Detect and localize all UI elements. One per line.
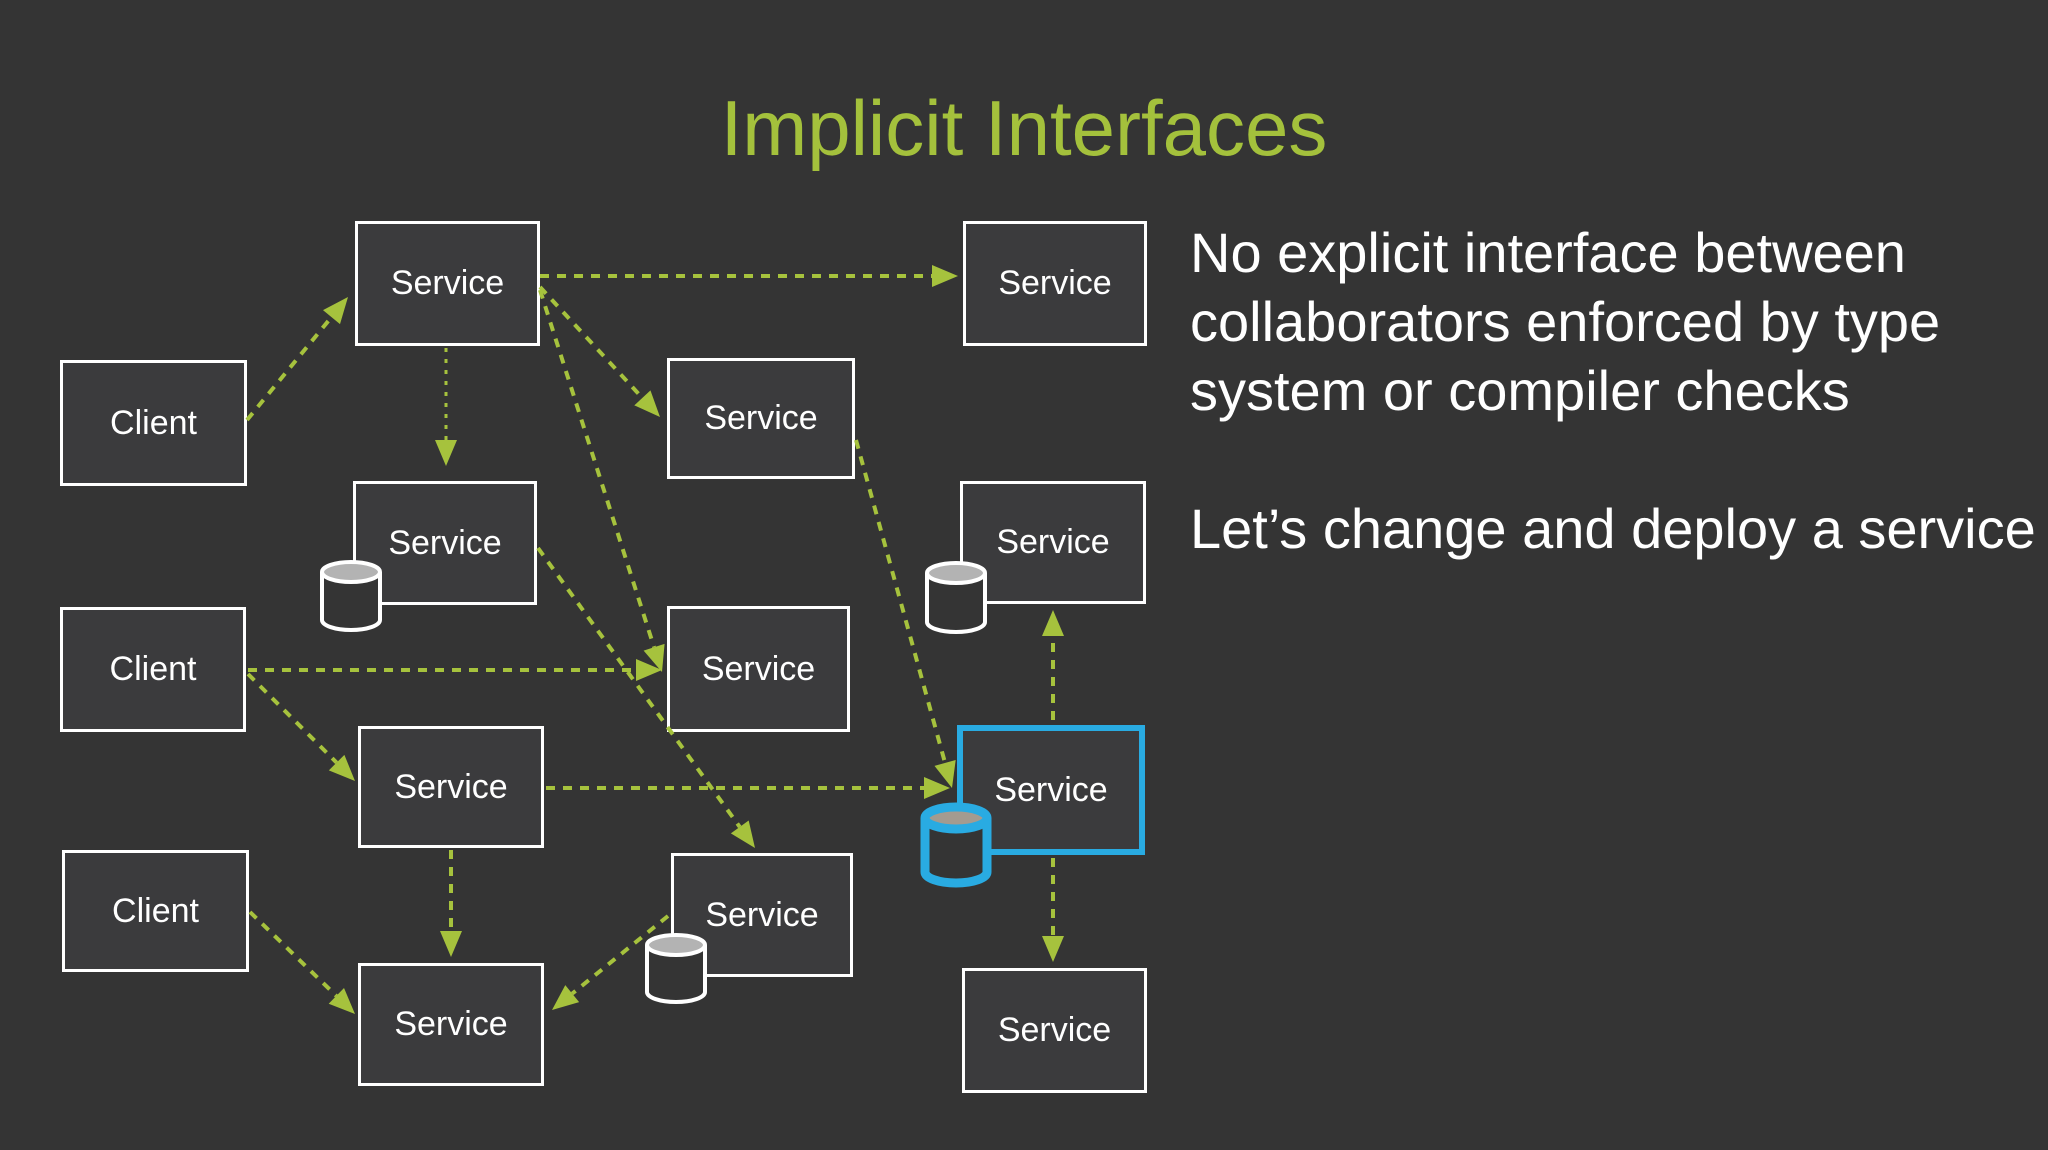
node-client-1: Client	[60, 360, 247, 486]
service-box-label: Service	[705, 895, 819, 934]
node-client-2: Client	[60, 607, 246, 732]
arrowhead-service-left-mid-to-service-highlighted	[924, 777, 950, 799]
node-service-bottom-mid: Service	[671, 853, 853, 977]
client-box-label: Client	[109, 650, 197, 688]
node-service-left-mid: Service	[358, 726, 544, 848]
service-box-label: Service	[390, 264, 505, 302]
node-service-top: Service	[355, 221, 540, 346]
edge-service-bottom-mid-to-service-bottom-left	[570, 914, 670, 996]
arrowhead-client-1-to-service-top	[322, 297, 348, 325]
edge-service-mid-upper-to-service-highlighted	[854, 439, 948, 764]
service-box-label: Service	[388, 523, 502, 562]
arrowhead-service-mid-upper-to-service-highlighted	[934, 760, 956, 788]
node-service-left-db: Service	[353, 481, 537, 605]
edge-client-3-to-service-bottom-left	[248, 910, 338, 998]
arrowhead-service-top-to-service-mid	[643, 643, 665, 672]
arrowhead-service-top-to-service-top-right	[932, 265, 958, 287]
node-client-3: Client	[62, 850, 249, 972]
arrowhead-service-top-to-service-left-db	[435, 440, 457, 466]
service-box-label: Service	[996, 523, 1110, 561]
client-box-label: Client	[110, 403, 197, 442]
node-service-bottom-right: Service	[962, 968, 1147, 1093]
service-box-label: Service	[394, 767, 508, 806]
edge-service-top-to-service-mid-upper	[538, 285, 644, 400]
arrowhead-service-highlighted-to-service-bottom-right	[1042, 936, 1064, 962]
edge-client-2-to-service-left-mid	[246, 672, 339, 765]
client-box-label: Client	[112, 891, 199, 930]
node-service-mid-upper: Service	[667, 358, 855, 479]
arrowhead-service-highlighted-to-service-right-db	[1042, 610, 1064, 636]
note-change-deploy: Let’s change and deploy a service	[1190, 497, 2036, 560]
service-box-label: Service	[701, 649, 816, 688]
service-box-label: Service	[394, 1005, 508, 1043]
node-service-highlighted: Service	[957, 725, 1145, 855]
node-service-bottom-left: Service	[358, 963, 544, 1086]
arrowhead-client-2-to-service-mid	[636, 659, 662, 681]
edge-service-top-to-service-mid	[538, 289, 656, 648]
page-title: Implicit Interfaces	[720, 84, 1328, 172]
notes-column: No explicit interface between collaborat…	[1190, 218, 2048, 632]
service-box-label: Service	[994, 770, 1108, 809]
node-service-mid: Service	[667, 606, 850, 732]
arrowhead-service-left-mid-to-service-bottom-left	[440, 931, 462, 957]
service-box-label: Service	[704, 399, 818, 437]
arrowhead-service-left-db-to-service-bottom-mid	[730, 820, 755, 848]
edge-client-1-to-service-top	[245, 315, 334, 422]
arrowhead-service-bottom-mid-to-service-bottom-left	[552, 985, 580, 1010]
arrowhead-client-2-to-service-left-mid	[328, 754, 355, 781]
arrowhead-service-top-to-service-mid-upper	[634, 390, 660, 417]
service-box-label: Service	[997, 1011, 1112, 1049]
arrowhead-client-3-to-service-bottom-left	[328, 987, 355, 1014]
node-service-right-db: Service	[960, 481, 1146, 604]
service-box-label: Service	[998, 264, 1112, 302]
note-no-explicit-interface: No explicit interface between collaborat…	[1190, 221, 1941, 422]
node-service-top-right: Service	[963, 221, 1147, 346]
